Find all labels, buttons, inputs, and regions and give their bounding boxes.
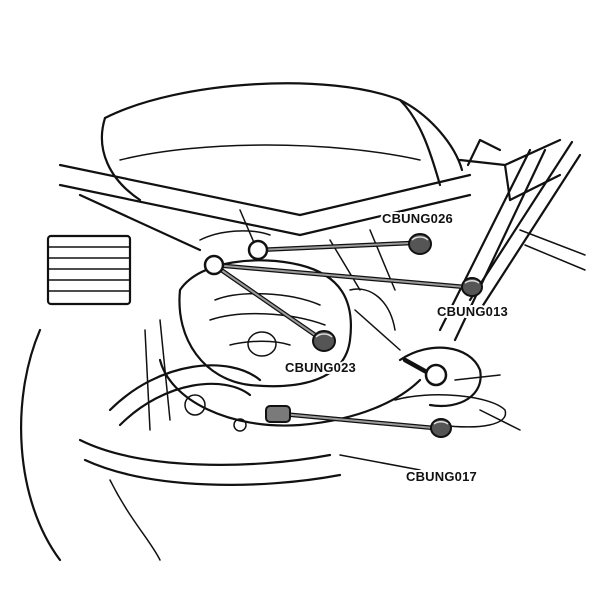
label-cbung023: CBUNG023: [285, 360, 356, 375]
label-cbung013: CBUNG013: [437, 304, 508, 319]
mount-points: [203, 239, 448, 423]
plug-cbung023-icon: [312, 330, 336, 352]
plug-cbung013-icon: [461, 277, 483, 297]
plug-cbung026-icon: [408, 233, 432, 255]
mount-point-footpeg: [424, 363, 448, 387]
label-cbung026: CBUNG026: [382, 211, 453, 226]
oil-cooler: [46, 234, 132, 306]
plug-cbung017-icon: [430, 418, 452, 438]
frame-plugs: [312, 233, 483, 438]
mount-point-lower: [265, 405, 291, 423]
callout-labels: CBUNG026 CBUNG013 CBUNG023 CBUNG017: [283, 209, 510, 486]
label-cbung017: CBUNG017: [406, 469, 477, 484]
motorcycle-line-art: [20, 82, 586, 562]
mount-point-upper-left: [203, 254, 225, 276]
mount-point-upper-mid: [247, 239, 269, 261]
